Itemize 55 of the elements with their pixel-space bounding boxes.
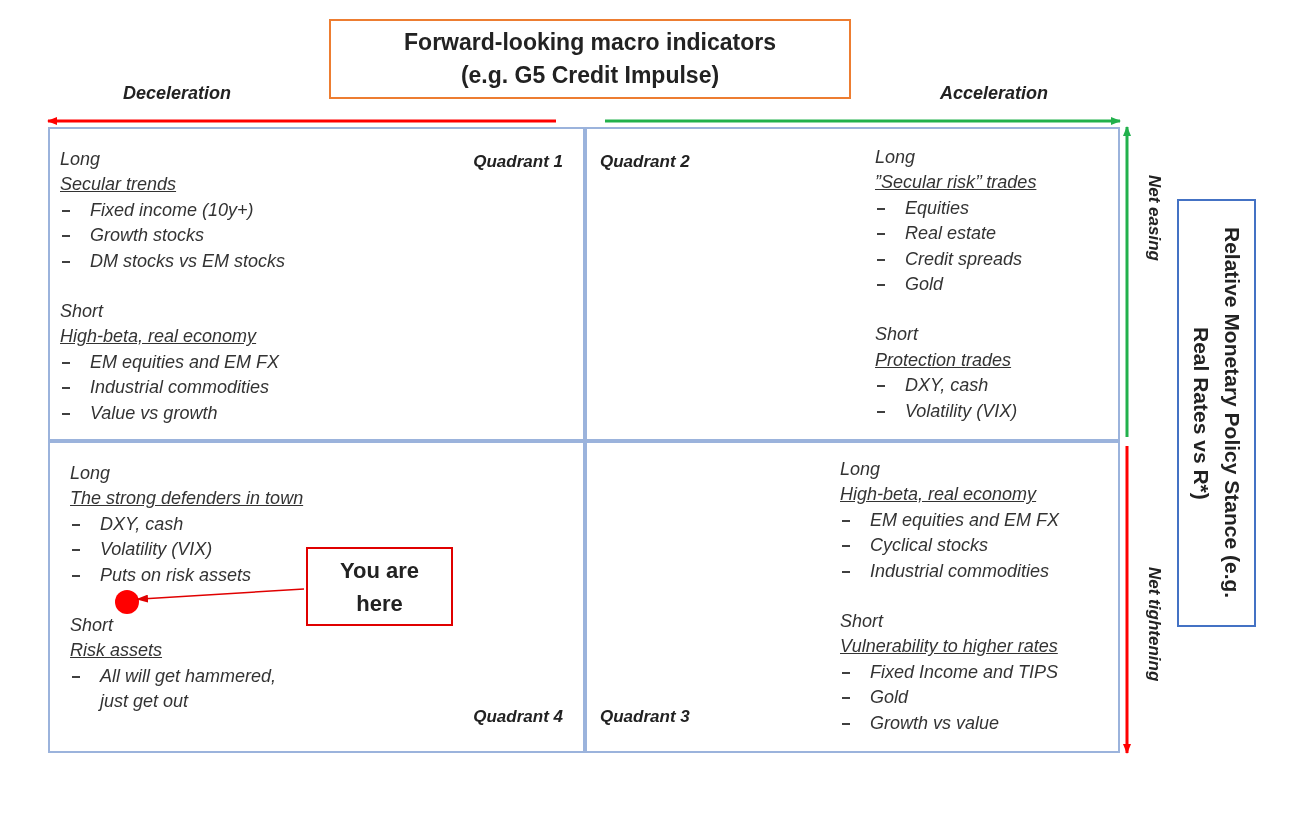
quadrant-panel (48, 127, 585, 441)
list-item: Cyclical stocks (870, 534, 989, 558)
list-item: Industrial commodities (870, 559, 1050, 583)
quadrant-heading: Quadrant 1 (473, 151, 563, 173)
quadrant-heading: Quadrant 3 (600, 705, 690, 728)
list-item: Equities (905, 196, 970, 220)
position-heading: Short (60, 300, 105, 324)
axis-label: Net tightening (1143, 567, 1165, 682)
title-box: Forward-looking macro indicators (e.g. G5 Credit Impulse) (329, 19, 851, 99)
position-heading: Long (60, 148, 102, 171)
group-heading: High-beta, real economy (840, 483, 1038, 507)
list-item: Puts on risk assets (100, 563, 252, 587)
arrow (136, 588, 305, 603)
position-heading: Short (70, 614, 115, 638)
list-item: Gold (905, 273, 944, 297)
position-heading: Short (875, 323, 920, 347)
list-item: DXY, cash (100, 512, 184, 536)
list-item: Industrial commodities (90, 376, 270, 400)
list-item: Credit spreads (905, 247, 1023, 271)
group-heading: Protection trades (875, 348, 1013, 372)
group-heading: Vulnerability to higher rates (840, 635, 1059, 659)
list-item: Gold (870, 686, 909, 710)
axis-label: Acceleration (940, 82, 1049, 105)
position-heading: Long (875, 146, 917, 169)
group-heading: The strong defenders in town (70, 487, 305, 511)
list-item: Growth vs value (870, 711, 1000, 735)
quadrant-heading: Quadrant 2 (600, 151, 690, 173)
list-item: Fixed Income and TIPS (870, 660, 1059, 684)
quadrant-panel (585, 127, 1120, 441)
quadrant-panel (48, 441, 585, 753)
group-heading: High-beta, real economy (60, 325, 258, 349)
group-heading: Secular trends (60, 173, 178, 197)
group-heading: ”Secular risk’’ trades (875, 171, 1038, 195)
position-heading: Long (840, 458, 882, 481)
list-item: DXY, cash (905, 374, 989, 398)
list-item: Volatility (VIX) (100, 538, 213, 562)
position-heading: Short (840, 610, 885, 634)
position-heading: Long (70, 462, 112, 485)
location-dot (115, 590, 139, 614)
axis-title-box: Relative Monetary Policy Stance (e.g. Real Rates vs R*) (1177, 199, 1256, 627)
list-item: Growth stocks (90, 224, 205, 248)
list-item: EM equities and EM FX (90, 350, 280, 374)
quadrant-heading: Quadrant 4 (473, 705, 563, 728)
list-item: Real estate (905, 222, 997, 246)
list-item: DM stocks vs EM stocks (90, 249, 286, 273)
list-item: Volatility (VIX) (905, 399, 1018, 423)
axis-label: Deceleration (123, 82, 232, 105)
callout-box: You are here (306, 547, 453, 626)
axis-label: Net easing (1143, 175, 1165, 261)
quadrant-panel (585, 441, 1120, 753)
list-item: Value vs growth (90, 401, 218, 425)
list-item: Fixed income (10y+) (90, 198, 254, 222)
list-item: EM equities and EM FX (870, 508, 1060, 532)
group-heading: Risk assets (70, 639, 164, 663)
list-item: All will get hammered, just get out (100, 664, 278, 714)
